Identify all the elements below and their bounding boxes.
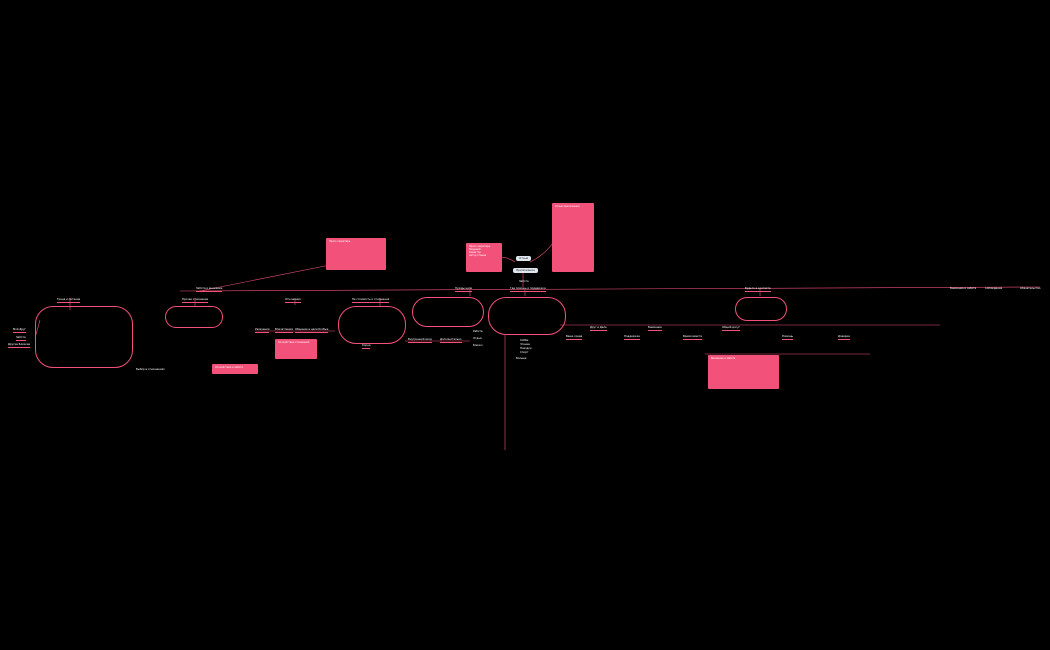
ring-label: Спокойствие отношений [278,341,310,344]
left-label-1[interactable]: Мой Друг [13,328,26,334]
right-item-1[interactable]: Работа [473,330,483,333]
branch-2[interactable]: Тренд и питание [57,298,81,304]
row-7[interactable]: Помощь [782,335,794,341]
list-title[interactable]: Больше [516,357,527,360]
bubble-left [35,306,133,368]
bottom-pink-label: Спокойствие и забота [215,366,243,369]
right-pink-note[interactable]: Внимание и забота [708,355,779,389]
left-note-title: Пресс-секретарь [329,240,351,243]
branch-5[interactable]: Не стоимость и отношения [352,298,390,304]
left-label-3[interactable]: Другие Близкие [8,343,31,349]
root-center[interactable]: Приложение [513,268,538,274]
branch-9[interactable]: Внимание и забота [950,287,977,290]
row-8[interactable]: Доверие [838,335,850,341]
row-2[interactable]: Друг в Деле [590,326,607,332]
branch-1[interactable]: Забота и внимание [196,287,223,293]
bubble-b6 [412,297,484,327]
left-note-mid[interactable]: Пресс-секретарь Ведущий Редактор Автор о… [466,243,502,272]
row-6[interactable]: Общий досуг [722,326,740,332]
note-line-1: Пресс-секретарь [469,245,491,248]
bottom-pink-note[interactable]: Спокойствие и забота [212,364,258,374]
branch-7[interactable]: Где помощь и поддержка [510,287,546,293]
branch-11[interactable]: Обязательство [1020,287,1041,290]
branch-4[interactable]: Отношения [285,298,301,304]
root-label[interactable]: Забота [519,280,529,283]
left-label-2[interactable]: Забота [16,336,26,342]
sub-item-3[interactable]: Поездки [520,347,532,350]
cat-3[interactable]: Общение в цели [295,328,318,334]
row-5[interactable]: Время вместе [683,335,702,341]
sub-item-1[interactable]: Хобби [520,339,529,342]
bubble-b5 [338,306,406,344]
bubble-b7 [488,297,566,335]
left-note-top[interactable]: Пресс-секретарь [326,238,386,270]
right-item-2[interactable]: Отдых [473,337,482,340]
row-4[interactable]: Внимание [648,326,662,332]
branch-10[interactable]: Соблюдение [985,287,1003,290]
cat-2[interactable]: Впечатления [275,328,293,334]
right-item-3[interactable]: Близко [473,344,483,347]
bottom-link[interactable]: Корни [362,344,371,350]
sub-item-2[interactable]: Чтение [520,343,530,346]
note-line-2: Ведущий [469,248,481,252]
right-note[interactable]: Отзыв приложения [552,203,594,272]
mid-item-1[interactable]: Внутренний вход [408,338,432,344]
cat-4[interactable]: Особые [318,328,329,334]
left-mid-label[interactable]: Выбор в отношениях [136,368,165,371]
cat-1[interactable]: Увлечения [255,328,270,334]
branch-8[interactable]: Будьте в контакте [745,287,771,293]
sub-item-4[interactable]: Спорт [520,351,529,354]
bubble-b8 [735,297,787,321]
branch-6[interactable]: Нужды цели [455,287,473,293]
branch-3[interactable]: Прочее отношение [182,298,209,304]
mid-item-2[interactable]: Дополнительно [440,338,462,344]
right-pink-label: Внимание и забота [711,357,736,360]
row-1[interactable]: Ваша среда [566,335,583,341]
root-top[interactable]: Отзыв [516,256,532,262]
note-line-4: Автор отзыва [469,254,487,258]
right-note-label: Отзыв приложения [555,205,580,208]
row-3[interactable]: Поддержка [624,335,640,341]
note-line-3: Редактор [469,251,481,255]
ring-pink-note[interactable]: Спокойствие отношений [275,339,317,359]
bubble-b3 [165,306,223,328]
